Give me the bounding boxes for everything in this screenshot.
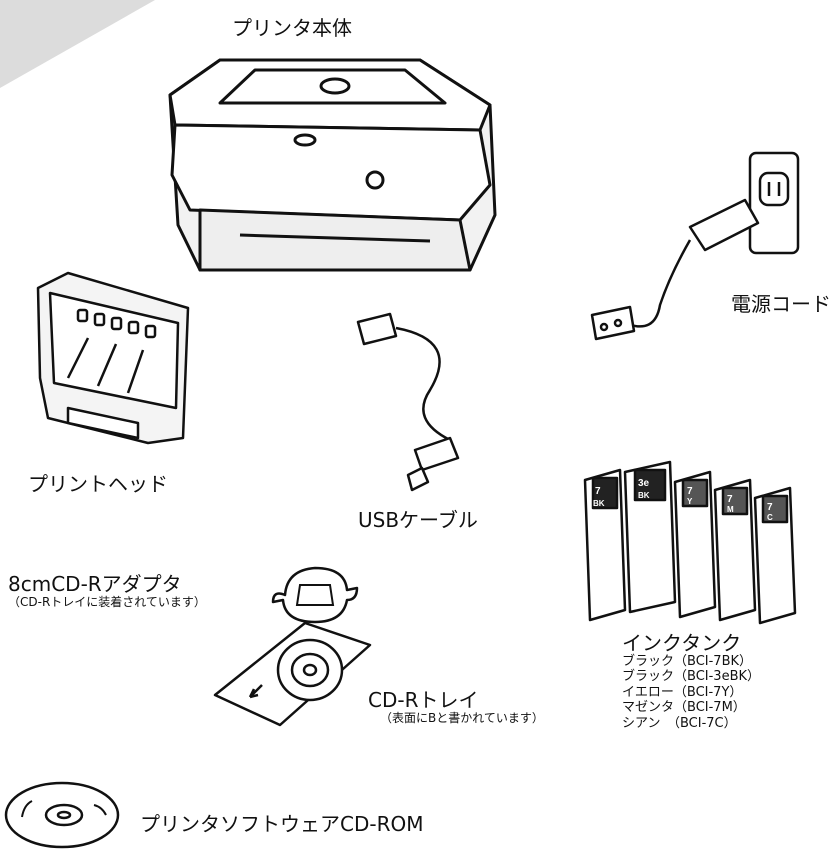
corner-decoration [0, 0, 155, 88]
cdrom-label: プリンタソフトウェアCD-ROM [140, 812, 424, 836]
usb-cable-label: USBケーブル [358, 508, 478, 532]
cdrom-illustration [4, 781, 120, 849]
printer-label: プリンタ本体 [232, 16, 352, 40]
tank-label: 3e [638, 478, 650, 489]
tank-sublabel: BK [593, 499, 605, 508]
ink-tanks-title: インクタンク [622, 631, 742, 655]
cd-tray-label: CD-Rトレイ [368, 688, 479, 712]
power-cord-label: 電源コード [731, 292, 830, 316]
ink-tanks-list: ブラック（BCI-7BK） ブラック（BCI-3eBK） イエロー（BCI-7Y… [622, 654, 760, 731]
ink-row: シアン （BCI-7C） [622, 715, 737, 731]
ink-row: イエロー（BCI-7Y） [622, 684, 743, 700]
tank-label: 7 [727, 494, 733, 505]
tank-sublabel: Y [687, 497, 693, 506]
adapter-label: 8cmCD-Rアダプタ [8, 572, 182, 596]
tank-sublabel: M [727, 505, 734, 514]
power-cord-illustration [590, 151, 800, 341]
cd-tray-note: （表面にBと書かれています） [380, 711, 544, 725]
tank-label: 7 [767, 502, 773, 513]
print-head-illustration [36, 271, 190, 445]
print-head-label: プリントヘッド [28, 472, 168, 496]
tank-label: 7 [595, 486, 601, 497]
adapter-note: （CD-Rトレイに装着されています） [8, 595, 206, 609]
ink-row: マゼンタ（BCI-7M） [622, 700, 746, 716]
tank-sublabel: C [767, 513, 773, 522]
printer-illustration [168, 58, 497, 272]
ink-tanks-illustration: 7 3e 7 7 7 BK BK Y M C [583, 460, 797, 625]
adapter-illustration [271, 566, 359, 624]
cd-tray-illustration [213, 621, 372, 727]
tank-sublabel: BK [638, 491, 650, 500]
ink-row: ブラック（BCI-3eBK） [622, 669, 761, 685]
tank-label: 7 [687, 486, 693, 497]
ink-row: ブラック（BCI-7BK） [622, 654, 753, 669]
usb-cable-illustration [356, 312, 460, 492]
